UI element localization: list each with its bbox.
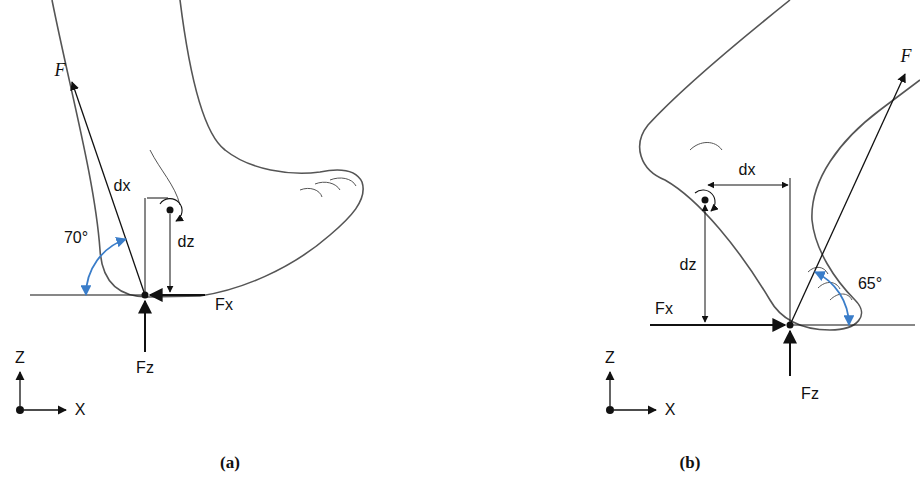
force-component-label: Fx — [655, 301, 673, 317]
axis-label: X — [665, 402, 676, 418]
force-label: F — [901, 47, 912, 65]
axis-label: Z — [15, 350, 25, 366]
angle-label: 70° — [64, 230, 88, 246]
dimension-label: dx — [114, 178, 131, 194]
panel-label: (b) — [680, 454, 701, 471]
angle-label: 65° — [858, 276, 882, 292]
panel-label: (a) — [220, 454, 240, 471]
dimension-label: dz — [178, 234, 195, 250]
axis-label: Z — [605, 350, 615, 366]
vectors-a — [16, 82, 205, 414]
axis-label: X — [75, 402, 86, 418]
dimension-label: dz — [680, 257, 697, 273]
vectors-b — [606, 74, 915, 414]
dimension-label: dx — [739, 162, 756, 178]
force-component-label: Fx — [215, 297, 233, 313]
force-component-label: Fz — [801, 386, 819, 402]
force-component-label: Fz — [136, 360, 154, 376]
force-label: F — [55, 61, 66, 79]
foot-outline-b — [640, 0, 920, 330]
foot-outline-a — [52, 0, 363, 297]
